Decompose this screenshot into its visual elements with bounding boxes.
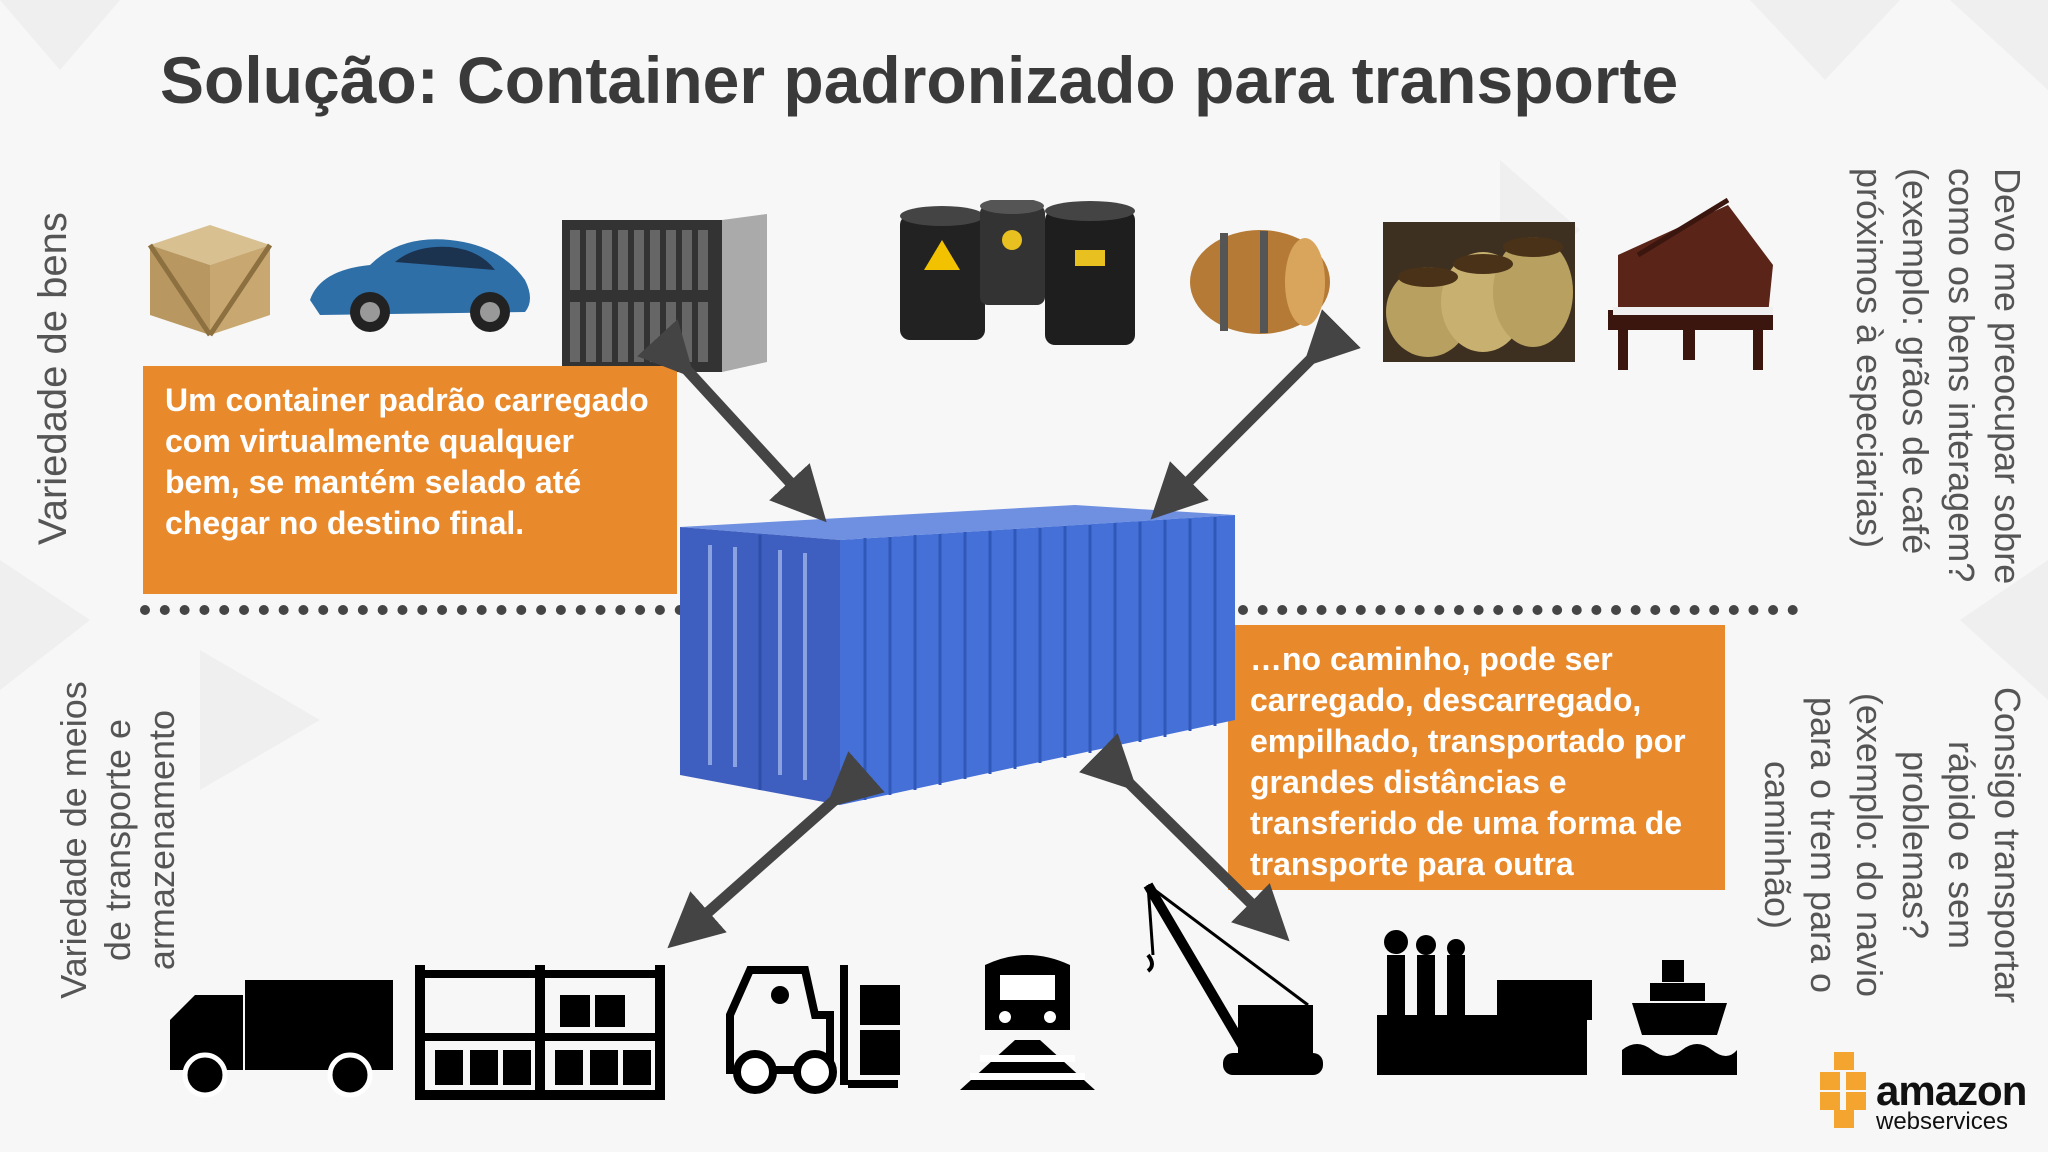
train-icon [960, 955, 1095, 1090]
forklift-icon [726, 965, 900, 1094]
coffee-sacks-icon [1383, 222, 1575, 362]
crate-icon [147, 225, 273, 337]
slide-title: Solução: Container padronizado para tran… [160, 43, 1679, 117]
callout-en-route: …no caminho, pode ser carregado, descarr… [1228, 625, 1725, 890]
divider-left [140, 605, 685, 615]
truck-icon [170, 980, 393, 1098]
shipping-container-image [680, 505, 1235, 805]
arrow-barrel-to-container [1150, 309, 1361, 520]
oil-barrels-icon [900, 200, 1135, 345]
arrow-container-to-warehouse [667, 751, 885, 949]
aws-logo-cubes [1820, 1052, 1866, 1128]
car-icon [310, 239, 530, 332]
divider-right [1238, 605, 1798, 615]
warehouse-rack-icon [415, 965, 665, 1100]
ship-icon [1622, 960, 1737, 1075]
piano-icon [1608, 197, 1773, 370]
arrow-server-to-container [637, 319, 827, 523]
wooden-barrel-icon [1190, 230, 1330, 334]
arrow-container-to-crane [1079, 733, 1290, 942]
factory-icon [1377, 930, 1592, 1075]
aws-logo-subtitle: webservices [1876, 1108, 2009, 1135]
aws-logo: amazon webservices [1876, 1067, 2027, 1135]
callout-sealed-container: Um container padrão carregado com virtua… [143, 366, 677, 594]
aws-logo-brand: amazon [1876, 1067, 2027, 1114]
